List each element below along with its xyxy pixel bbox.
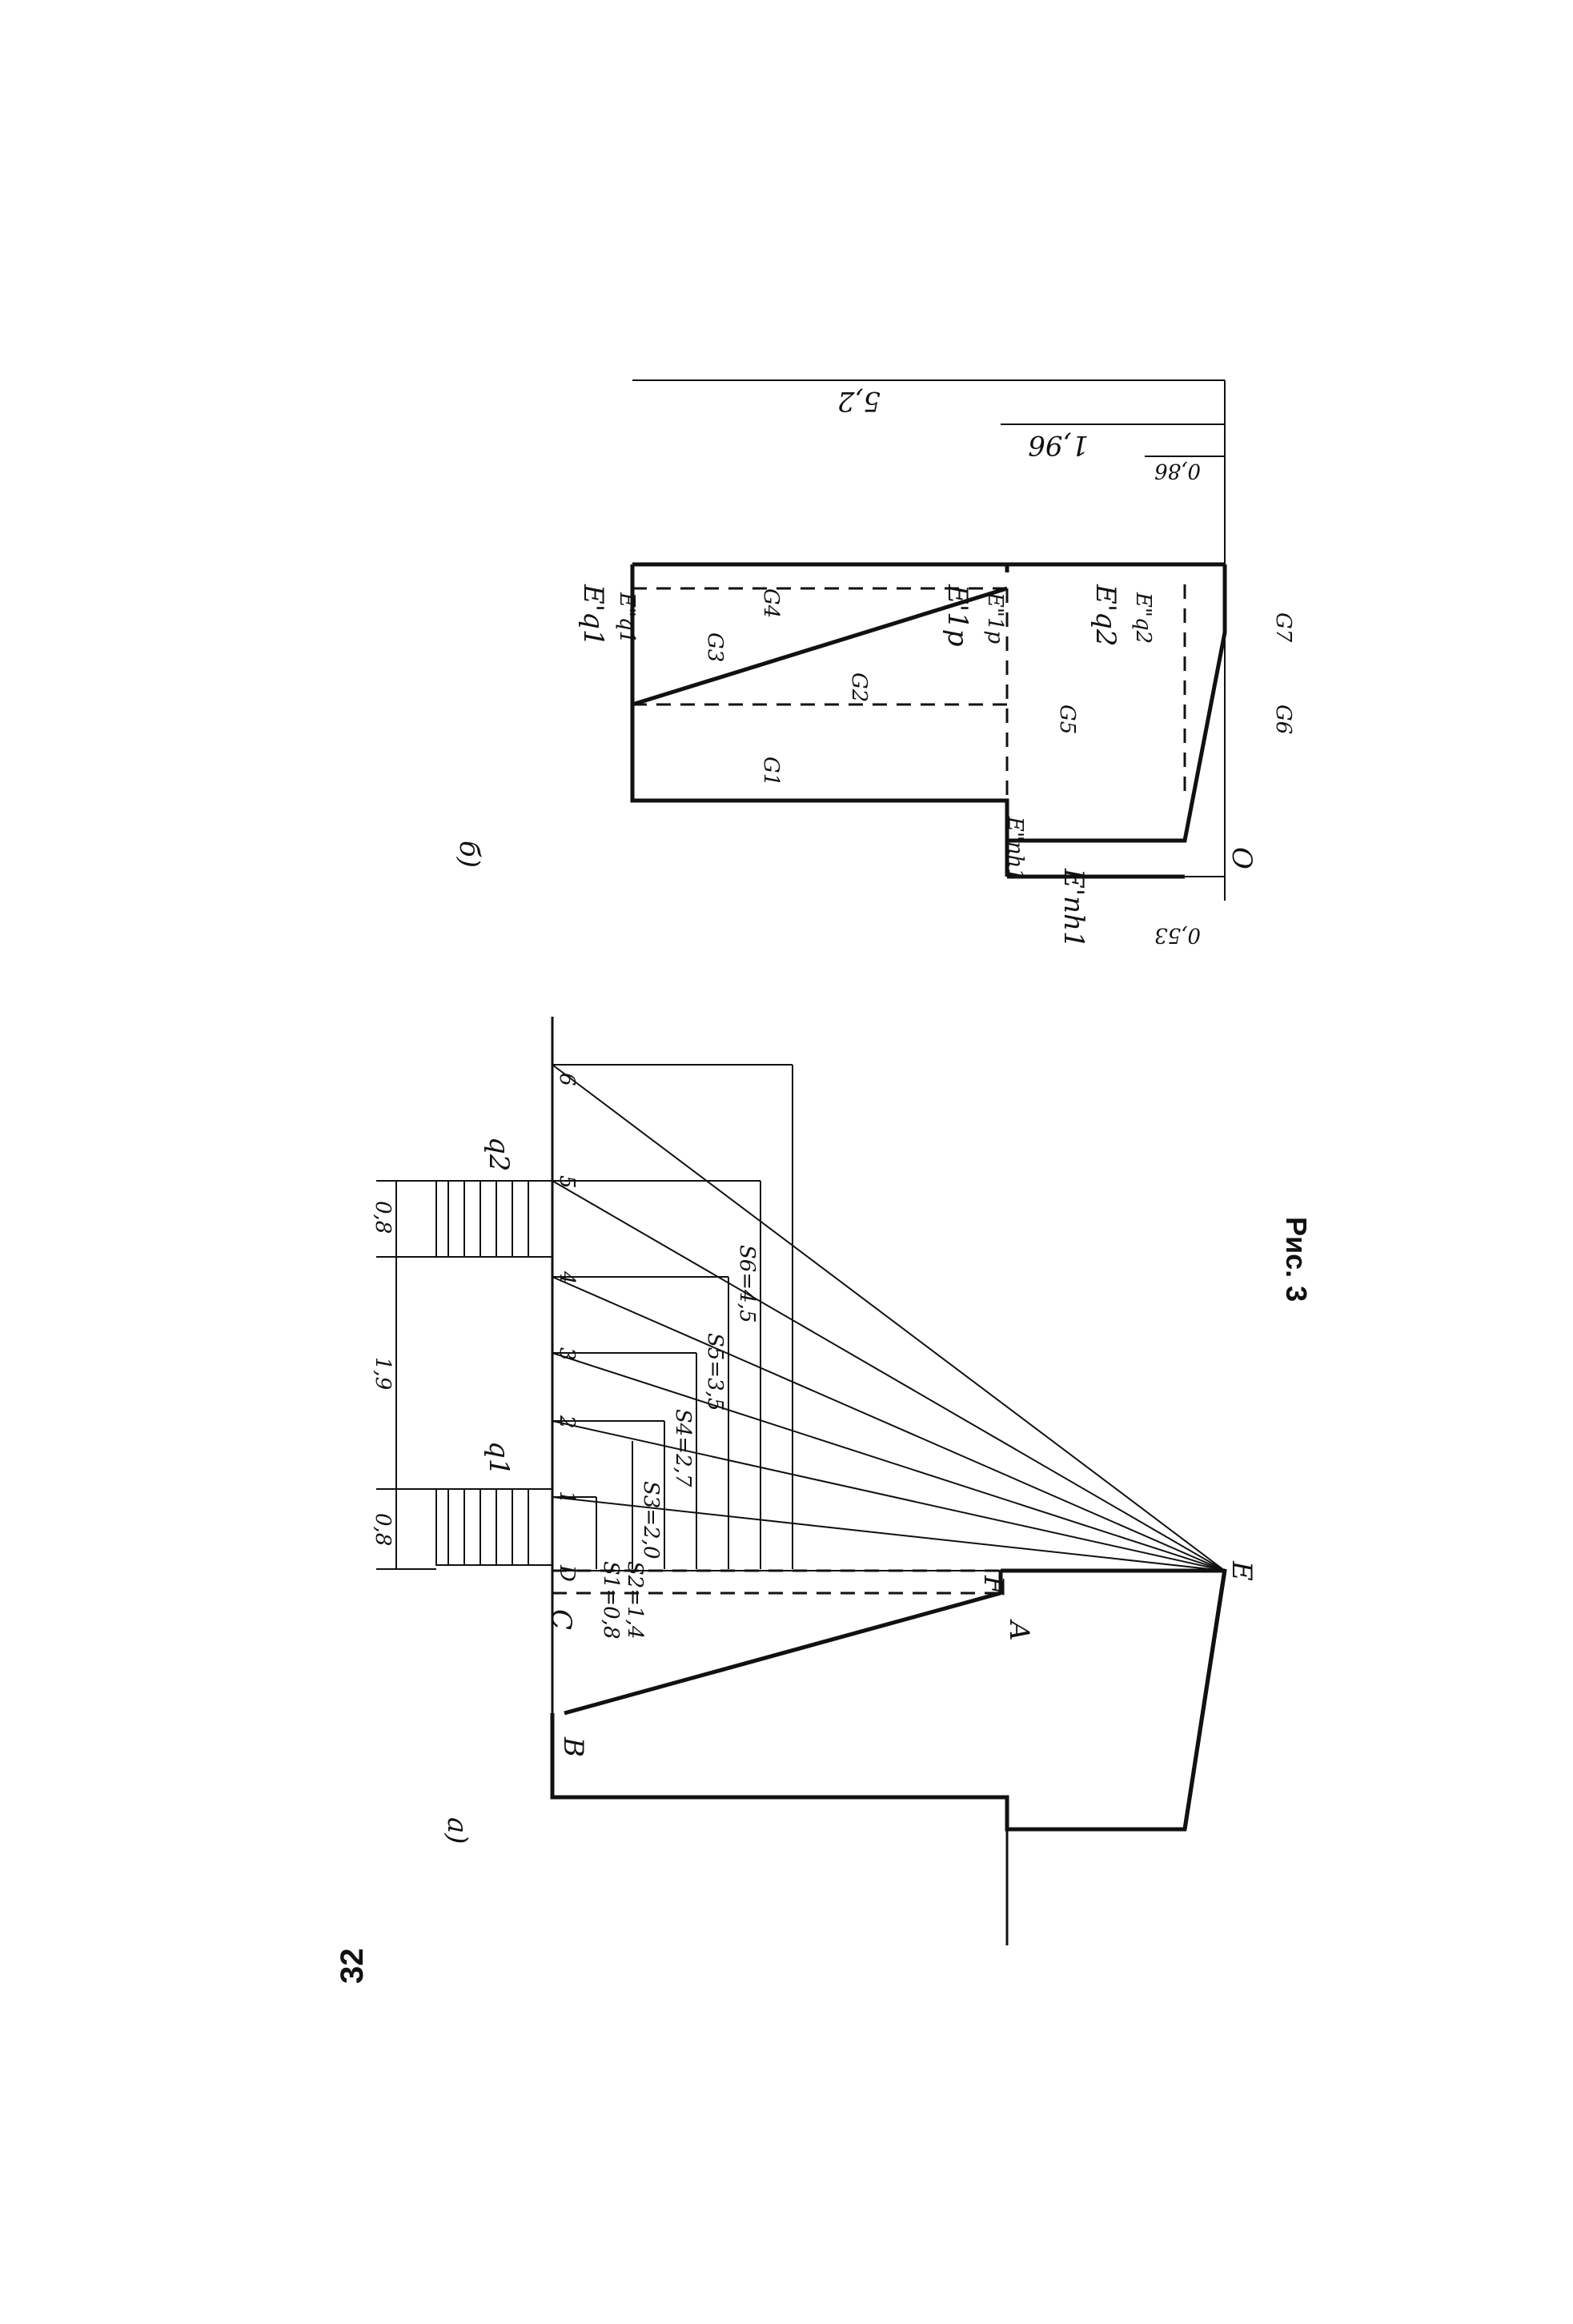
G7: G7: [1271, 612, 1295, 643]
label-E: E: [1226, 1560, 1258, 1581]
incline-b: [632, 586, 1008, 707]
dim-0-8-left: 0,8: [371, 1513, 395, 1546]
label-q2: q2: [483, 1137, 515, 1171]
dim-0-86: 0,86: [1154, 459, 1201, 483]
dim-1-9: 1,9: [371, 1357, 395, 1390]
slip-line-BA: [564, 1591, 1001, 1716]
label-A: A: [1003, 1619, 1035, 1641]
G2: G2: [847, 672, 871, 702]
dim-5-2: 5,2: [837, 385, 881, 417]
force-Enh1-dprime: E"nh1: [1003, 816, 1027, 881]
label-s5: S5=3,5: [703, 1333, 727, 1411]
station-1: 1: [555, 1491, 579, 1504]
label-O: O: [1226, 847, 1258, 869]
load-q2: q2: [435, 1137, 553, 1258]
force-E1p-dprime: E"1p: [983, 592, 1007, 644]
station-4: 4: [555, 1270, 579, 1285]
force-Enh1-prime: E'nh1: [1057, 868, 1089, 949]
label-B: B: [557, 1736, 589, 1757]
G3: G3: [703, 632, 727, 662]
dim-0-53: 0,53: [1154, 923, 1201, 947]
force-Eq1-dprime: E"q1: [615, 592, 639, 644]
G5: G5: [1055, 704, 1079, 734]
load-q1: q1: [435, 1441, 553, 1566]
G4: G4: [759, 588, 783, 618]
force-Eq2-prime: E'q2: [1089, 584, 1122, 647]
ray-4: [552, 1276, 1226, 1571]
G6: G6: [1271, 704, 1295, 734]
ray-6: [552, 1064, 1226, 1571]
ray-3: [552, 1352, 1226, 1571]
dim-1-96: 1,96: [1028, 429, 1089, 461]
ray-5: [552, 1180, 1226, 1571]
diagram-a: а) B C A F E q1: [371, 1017, 1258, 1945]
wall-front-face: [1182, 1570, 1227, 1830]
force-Eq2-dprime: E"q2: [1131, 592, 1155, 644]
label-s2: S2=1,4: [623, 1561, 647, 1640]
station-5: 5: [555, 1175, 579, 1189]
label-s4: S4=2,7: [671, 1409, 695, 1487]
force-E1p-prime: E'1p: [941, 584, 973, 647]
wall-outline: [550, 1568, 1227, 1832]
label-s3: S3=2,0: [639, 1481, 663, 1559]
panel-label-b: б): [453, 841, 485, 868]
label-s1: S1=0,8: [599, 1561, 623, 1640]
force-Eq1-prime: E'q1: [577, 584, 609, 647]
station-6: 6: [555, 1073, 579, 1086]
panel-label-a: а): [441, 1817, 473, 1844]
G1: G1: [759, 757, 783, 786]
station-D: D: [555, 1564, 579, 1582]
label-s6: S6=4,5: [735, 1245, 759, 1323]
dim-0-8-right: 0,8: [371, 1201, 395, 1234]
distance-lines: [552, 1064, 793, 1569]
label-C: C: [545, 1609, 577, 1630]
label-q1: q1: [483, 1441, 515, 1475]
label-F: F: [977, 1575, 1009, 1595]
diagram-b: б) 5,2 1,96 0,86 0,53 O G1 G2 G3 G4 G5 G…: [453, 379, 1295, 949]
station-2: 2: [555, 1415, 579, 1429]
station-3: 3: [555, 1347, 579, 1361]
